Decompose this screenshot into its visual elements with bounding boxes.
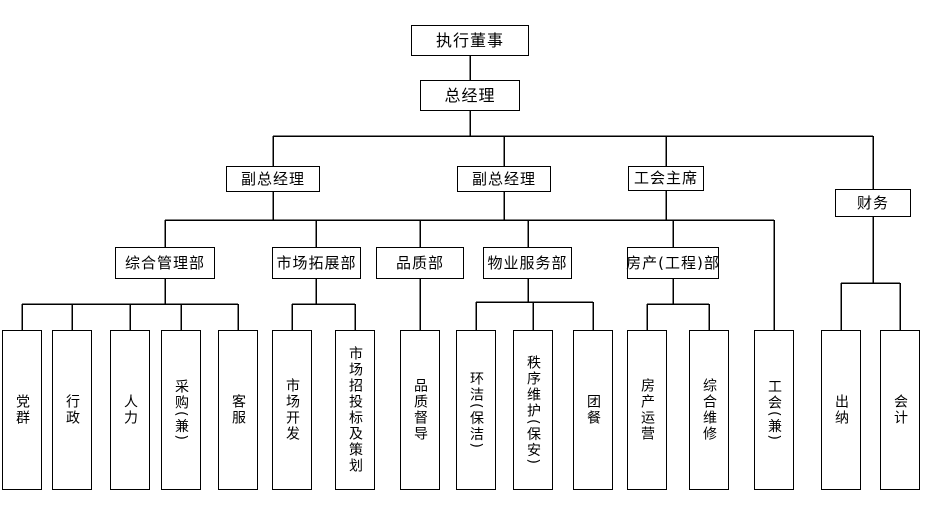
org-node-label: 房产运营 — [639, 378, 655, 442]
org-node-label: 人力 — [122, 394, 138, 426]
org-node-label: 副总经理 — [240, 169, 305, 188]
org-node-label: 采购(兼) — [173, 378, 189, 442]
org-node-market-bidding-and-planning: 市场招投标及策划 — [335, 330, 375, 490]
org-node-label: 副总经理 — [471, 169, 536, 188]
org-node-property-service-dept: 物业服务部 — [483, 247, 572, 279]
org-node-human-resources: 人力 — [110, 330, 150, 490]
org-node-label: 市场拓展部 — [276, 253, 357, 272]
org-node-accounting: 会计 — [880, 330, 920, 490]
org-node-general-admin-dept: 综合管理部 — [115, 247, 215, 279]
org-node-quality-dept: 品质部 — [376, 247, 464, 279]
org-node-label: 会计 — [892, 394, 908, 426]
org-node-cashier: 出纳 — [821, 330, 861, 490]
org-node-market-development: 市场开发 — [272, 330, 312, 490]
org-node-environmental-cleaning: 环洁(保洁) — [456, 330, 496, 490]
org-node-real-estate-operation: 房产运营 — [627, 330, 667, 490]
org-node-group-catering: 团餐 — [573, 330, 613, 490]
org-node-administration: 行政 — [52, 330, 92, 490]
org-node-label: 工会主席 — [633, 169, 698, 187]
org-node-real-estate-engineering-dept: 房产(工程)部 — [626, 247, 720, 279]
org-node-market-expansion-dept: 市场拓展部 — [272, 247, 361, 279]
org-node-union-concurrent: 工会(兼) — [754, 330, 794, 490]
org-node-label: 综合管理部 — [124, 253, 205, 272]
org-node-label: 财务 — [856, 193, 889, 212]
org-node-executive-director: 执行董事 — [411, 25, 529, 56]
org-node-deputy-general-manager-1: 副总经理 — [226, 166, 320, 192]
org-node-label: 工会(兼) — [766, 378, 782, 442]
org-node-label: 党群 — [14, 394, 30, 426]
org-node-quality-supervision: 品质督导 — [400, 330, 440, 490]
org-node-label: 市场招投标及策划 — [347, 346, 363, 474]
org-node-label: 物业服务部 — [487, 253, 568, 272]
org-node-finance: 财务 — [835, 189, 911, 217]
org-node-order-maintenance-security: 秩序维护(保安) — [513, 330, 553, 490]
org-node-party-masses: 党群 — [2, 330, 42, 490]
org-node-label: 品质督导 — [412, 378, 428, 442]
org-node-label: 团餐 — [585, 394, 601, 426]
org-node-label: 行政 — [64, 394, 80, 426]
org-node-label: 环洁(保洁) — [468, 370, 484, 450]
org-node-label: 出纳 — [833, 394, 849, 426]
org-node-label: 客服 — [230, 394, 246, 426]
org-node-label: 综合维修 — [701, 378, 717, 442]
org-node-label: 总经理 — [444, 85, 496, 105]
org-node-label: 秩序维护(保安) — [525, 354, 541, 466]
org-node-label: 市场开发 — [284, 378, 300, 442]
org-node-general-manager: 总经理 — [420, 80, 520, 111]
org-node-label: 执行董事 — [435, 30, 504, 50]
org-node-customer-service: 客服 — [218, 330, 258, 490]
org-node-label: 房产(工程)部 — [626, 253, 720, 272]
org-node-deputy-general-manager-2: 副总经理 — [457, 166, 551, 192]
org-node-union-chairman: 工会主席 — [628, 166, 704, 191]
org-node-label: 品质部 — [395, 253, 444, 272]
org-node-general-maintenance: 综合维修 — [689, 330, 729, 490]
org-node-procurement-concurrent: 采购(兼) — [161, 330, 201, 490]
